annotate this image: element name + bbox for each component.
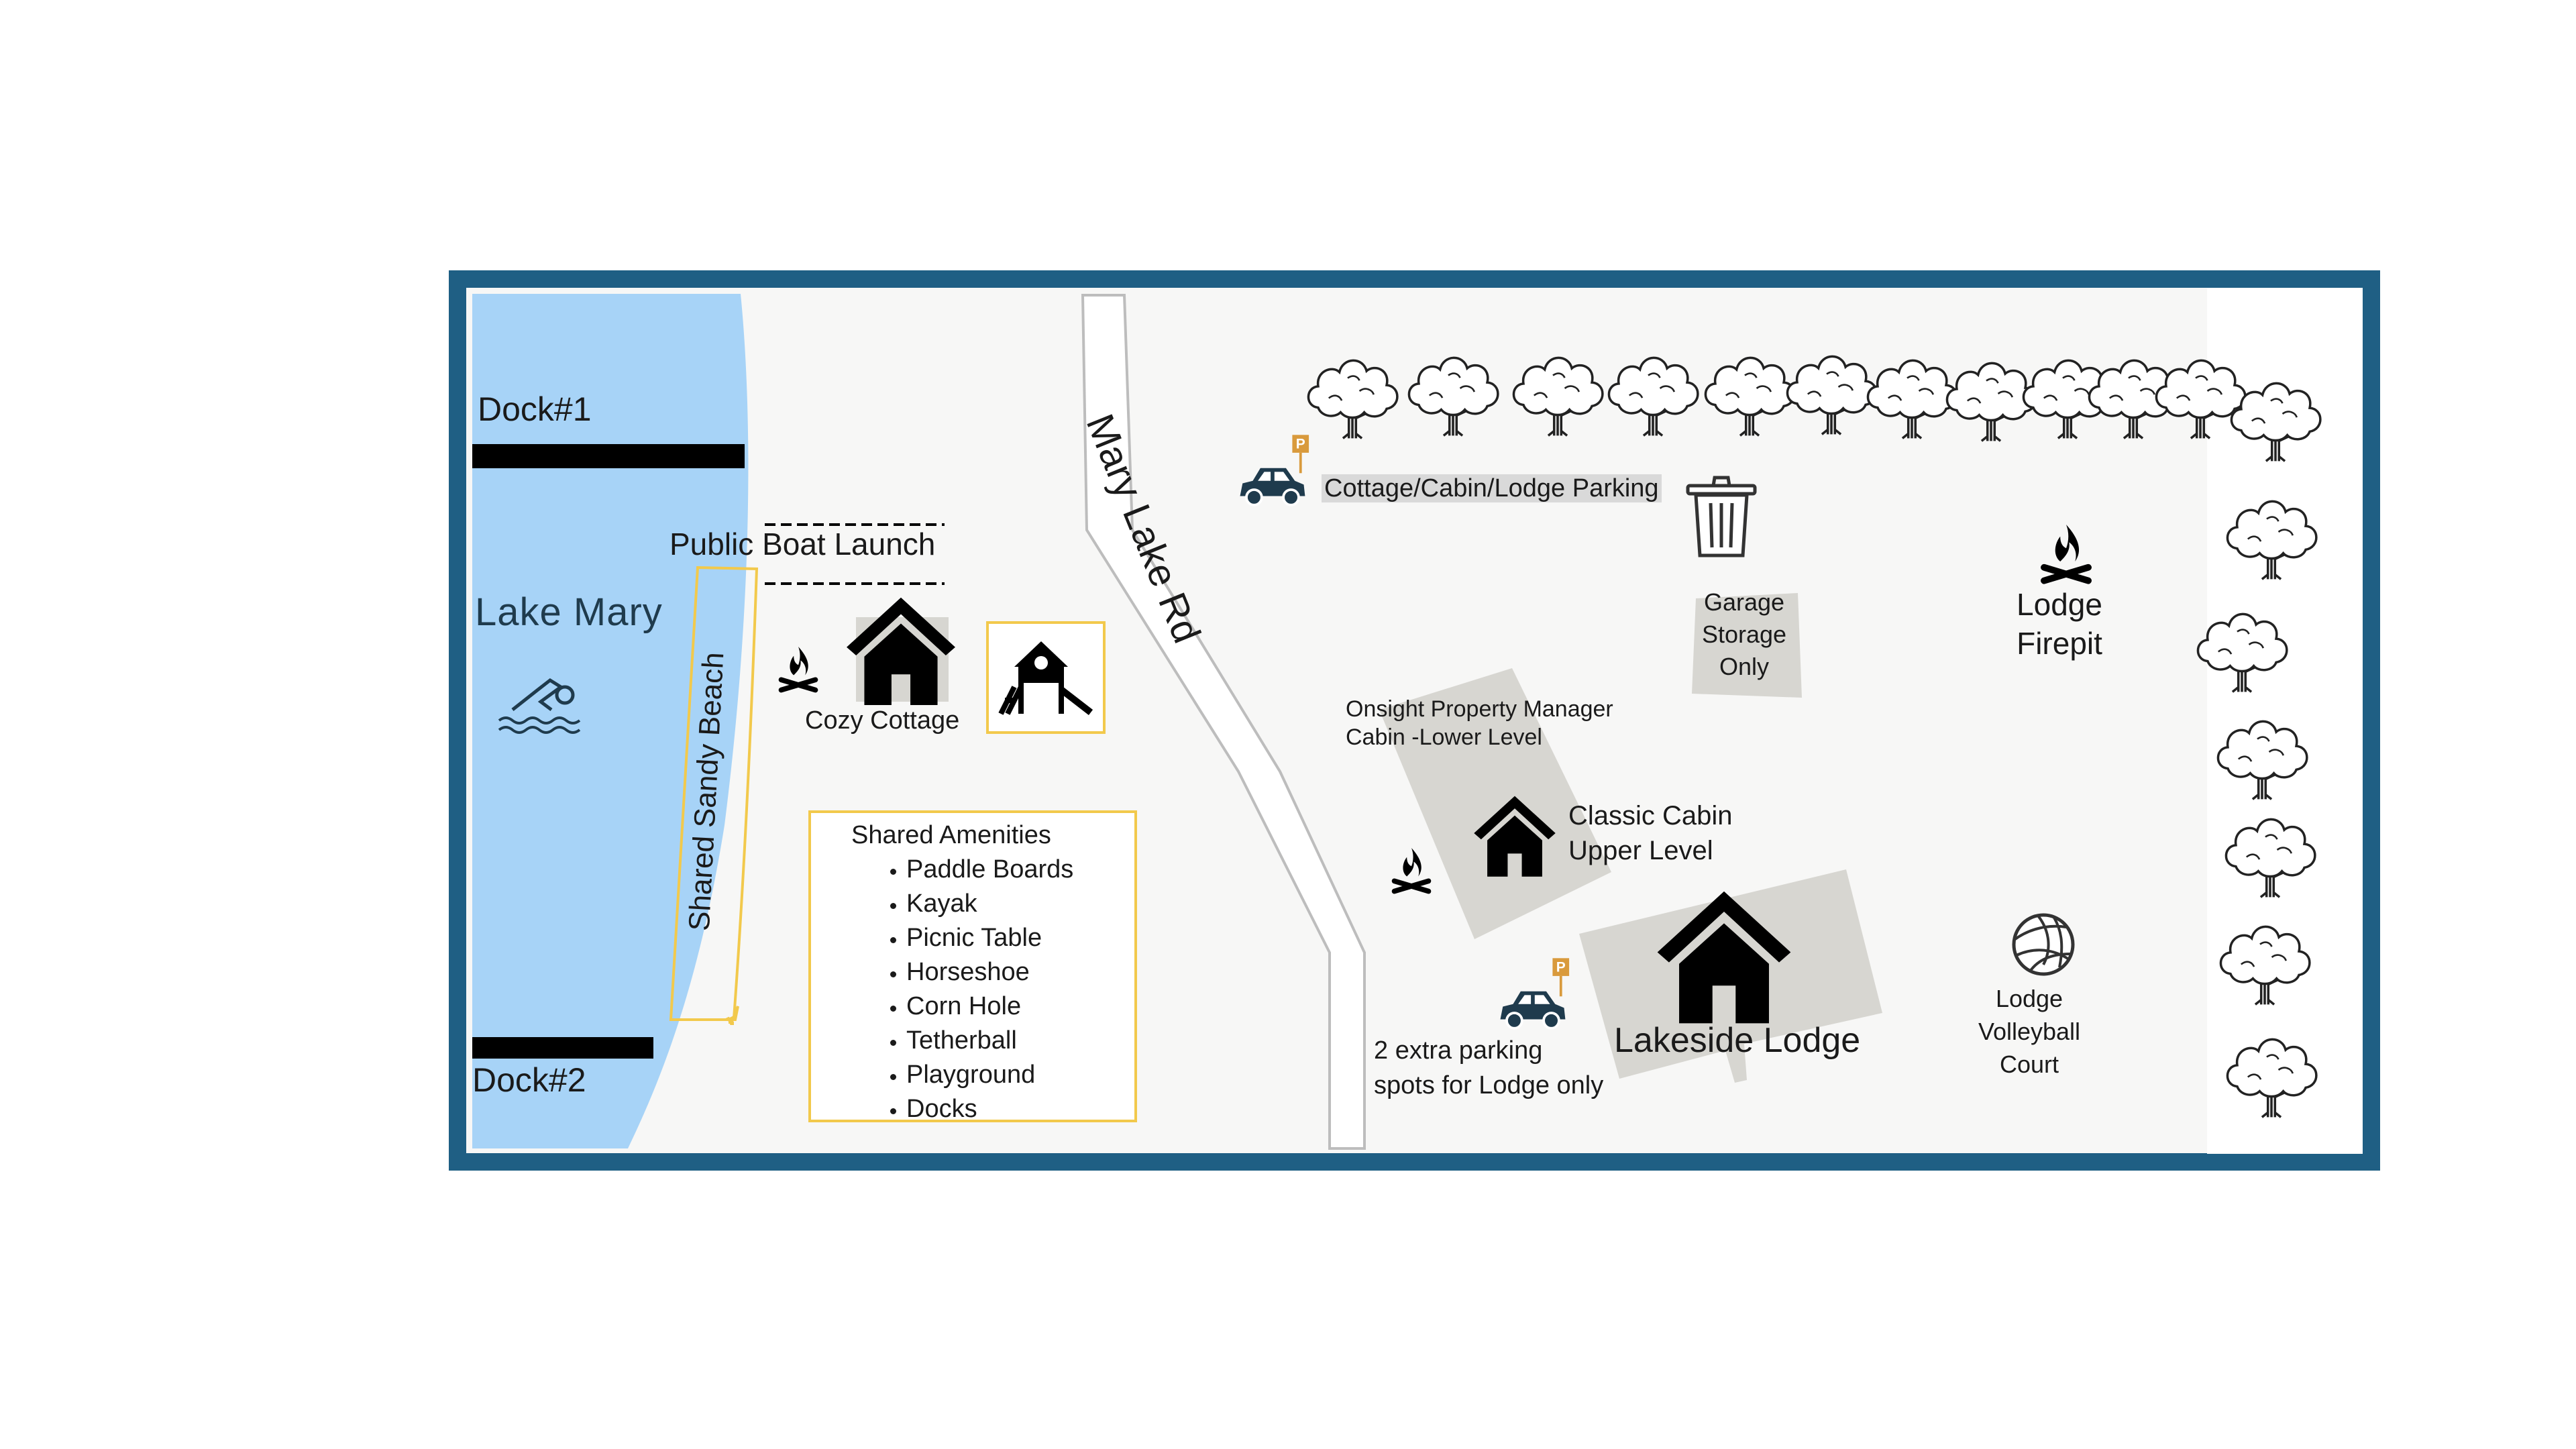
dock-1 [472, 444, 745, 468]
mary-lake-road [1081, 294, 1366, 1150]
classic-cabin-label: Classic Cabin Upper Level [1568, 798, 1733, 868]
garage-line-2: Storage [1701, 621, 1787, 648]
garage-line-3: Only [1719, 653, 1770, 680]
garage-line-1: Garage [1703, 588, 1785, 616]
dock-2-label: Dock#2 [472, 1061, 586, 1099]
classic-cabin-line-2: Upper Level [1568, 836, 1713, 865]
dock-1-label: Dock#1 [478, 390, 592, 428]
manager-line-1: Onsight Property Manager [1346, 696, 1613, 722]
cozy-cottage-label: Cozy Cottage [805, 706, 960, 735]
manager-cabin-label: Onsight Property Manager Cabin -Lower Le… [1346, 695, 1613, 751]
amenity-item: Docks [906, 1092, 1122, 1126]
extra-parking-label: 2 extra parking spots for Lodge only [1374, 1033, 1603, 1103]
volleyball-line-2: Volleyball [1978, 1018, 2081, 1045]
lake-mary-label: Lake Mary [475, 590, 663, 634]
manager-line-2: Cabin -Lower Level [1346, 724, 1542, 750]
amenity-item: Paddle Boards [906, 853, 1122, 887]
shared-amenities-box: Shared Amenities Paddle Boards Kayak Pic… [808, 810, 1137, 1123]
shared-amenities-title: Shared Amenities [851, 821, 1051, 849]
volleyball-line-1: Lodge [1995, 985, 2063, 1012]
classic-cabin-line-1: Classic Cabin [1568, 801, 1733, 830]
garage-label: Garage Storage Only [1697, 586, 1791, 683]
extra-parking-line-2: spots for Lodge only [1374, 1071, 1604, 1099]
swimmer-icon [498, 678, 581, 734]
dock-2 [472, 1037, 653, 1059]
garage-pad [1692, 593, 1802, 698]
shared-amenities-list: Paddle Boards Kayak Picnic Table Horsesh… [851, 853, 1122, 1126]
volleyball-icon [2012, 913, 2075, 976]
main-parking-label: Cottage/Cabin/Lodge Parking [1322, 474, 1662, 504]
manager-cabin-pad [1379, 668, 1611, 939]
trash-can-icon [1686, 476, 1757, 557]
playground-icon [998, 641, 1093, 715]
amenity-item: Playground [906, 1058, 1122, 1092]
lakeside-lodge-label: Lakeside Lodge [1614, 1021, 1861, 1060]
volleyball-label: Lodge Volleyball Court [1966, 982, 2093, 1081]
amenity-item: Horseshoe [906, 955, 1122, 989]
shared-sandy-beach-area [669, 566, 759, 1025]
lodge-firepit-line-1: Lodge [2017, 587, 2102, 622]
main-parking-text: Cottage/Cabin/Lodge Parking [1322, 474, 1662, 502]
amenity-item: Picnic Table [906, 921, 1122, 955]
amenity-item: Kayak [906, 887, 1122, 921]
lodge-firepit-label: Lodge Firepit [1999, 585, 2120, 663]
lake-mary-water [472, 294, 749, 1148]
amenity-item: Tetherball [906, 1024, 1122, 1058]
amenity-item: Corn Hole [906, 989, 1122, 1024]
extra-parking-line-1: 2 extra parking [1374, 1036, 1543, 1065]
public-boat-launch-label: Public Boat Launch [669, 527, 936, 561]
lodge-firepit-line-2: Firepit [2017, 626, 2102, 661]
volleyball-line-3: Court [1999, 1051, 2059, 1078]
